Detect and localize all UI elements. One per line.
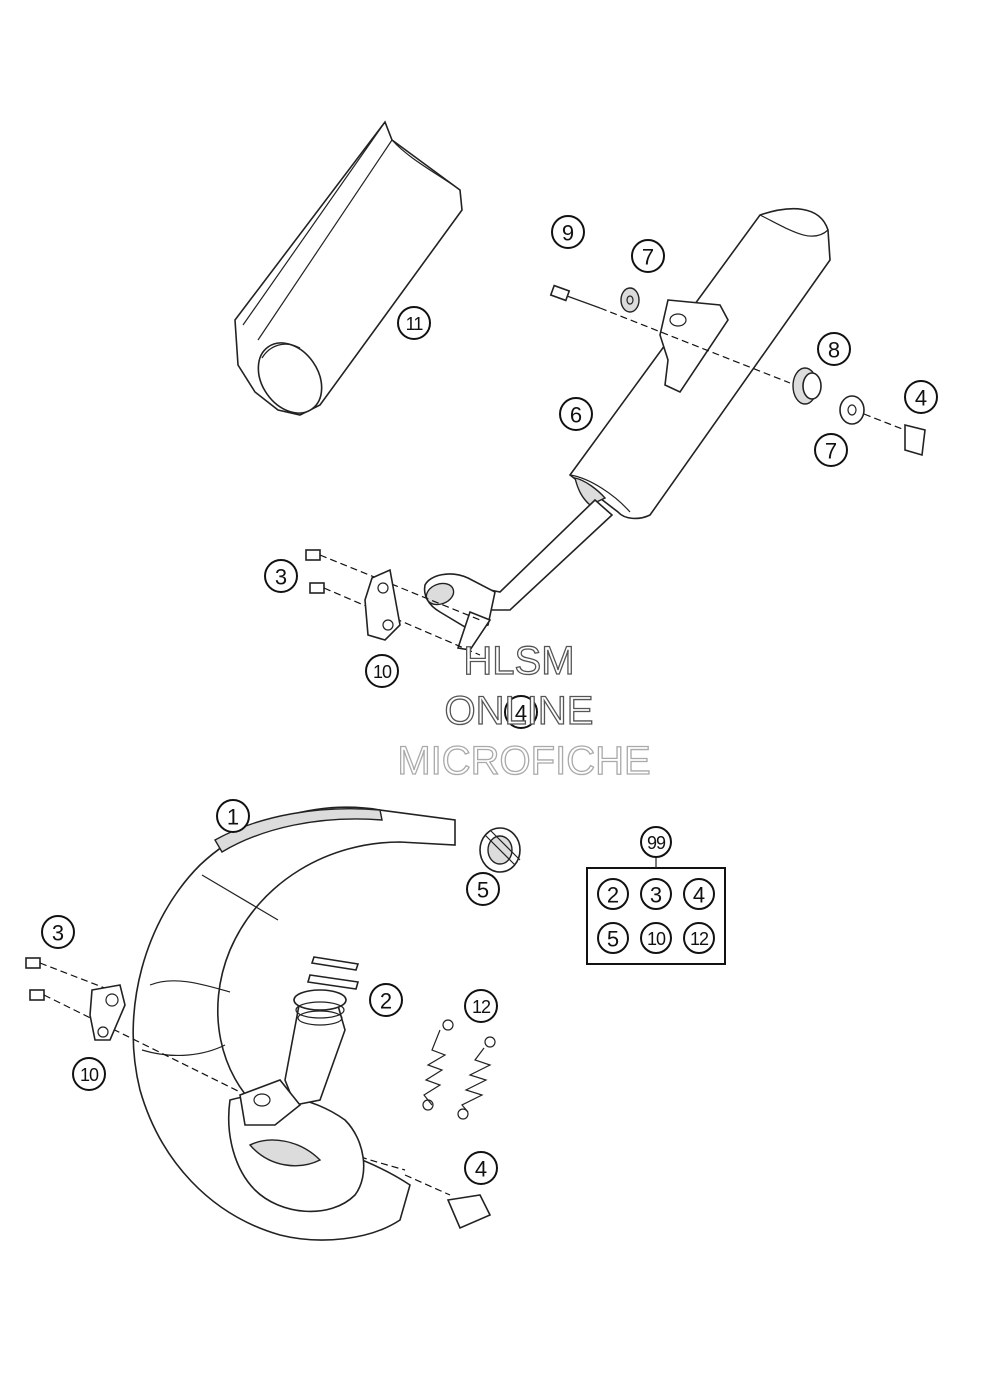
watermark-line-3: MICROFICHE — [397, 739, 650, 783]
watermark-line-1: HLSM — [463, 639, 574, 683]
silencer — [423, 207, 831, 651]
svg-text:4: 4 — [915, 386, 927, 411]
callout-10-lower: 10 — [72, 1057, 106, 1091]
springs — [422, 1019, 496, 1120]
callout-8: 8 — [817, 332, 851, 366]
svg-text:1: 1 — [227, 805, 239, 830]
svg-text:5: 5 — [477, 878, 489, 903]
callout-9: 9 — [551, 215, 585, 249]
kit-item: 10 — [640, 922, 672, 954]
kit-item: 5 — [597, 922, 629, 954]
callout-7-lower: 7 — [814, 433, 848, 467]
callout-10-mid: 10 — [365, 654, 399, 688]
callout-7-upper: 7 — [631, 239, 665, 273]
protection-sleeve — [234, 120, 463, 416]
kit-item: 12 — [683, 922, 715, 954]
svg-text:7: 7 — [642, 245, 654, 270]
kit-item: 3 — [640, 878, 672, 910]
callout-3-lower: 3 — [41, 915, 75, 949]
svg-text:2: 2 — [607, 883, 619, 908]
svg-text:9: 9 — [562, 221, 574, 246]
svg-text:11: 11 — [406, 314, 424, 334]
svg-text:99: 99 — [647, 833, 666, 853]
callout-11: 11 — [397, 306, 431, 340]
svg-text:6: 6 — [570, 403, 582, 428]
callout-6: 6 — [559, 397, 593, 431]
callout-99: 99 — [640, 826, 672, 858]
seal-ring — [479, 827, 521, 873]
svg-text:8: 8 — [828, 338, 840, 363]
svg-text:10: 10 — [80, 1065, 99, 1085]
callout-2: 2 — [369, 983, 403, 1017]
svg-text:4: 4 — [475, 1157, 487, 1182]
svg-text:3: 3 — [650, 883, 662, 908]
callout-1: 1 — [216, 799, 250, 833]
svg-text:3: 3 — [52, 921, 64, 946]
svg-text:12: 12 — [690, 929, 709, 949]
callout-4-lower: 4 — [464, 1151, 498, 1185]
callout-4-mid: 4 — [504, 695, 538, 729]
fasteners — [25, 284, 926, 1230]
svg-text:10: 10 — [647, 929, 666, 949]
svg-text:4: 4 — [515, 701, 527, 726]
callout-12: 12 — [464, 989, 498, 1023]
svg-text:12: 12 — [472, 997, 491, 1017]
kit-item: 4 — [683, 878, 715, 910]
kit-item: 2 — [597, 878, 629, 910]
watermark-line-2: ONLINE — [445, 689, 594, 733]
callout-5: 5 — [466, 872, 500, 906]
svg-text:4: 4 — [693, 883, 705, 908]
expansion-chamber — [132, 806, 456, 1241]
svg-text:2: 2 — [380, 989, 392, 1014]
watermark: HLSM ONLINE MICROFICHE — [397, 638, 652, 783]
svg-text:5: 5 — [607, 927, 619, 952]
svg-text:7: 7 — [825, 439, 837, 464]
svg-text:3: 3 — [275, 565, 287, 590]
svg-text:10: 10 — [373, 662, 392, 682]
callout-3-mid: 3 — [264, 559, 298, 593]
callout-4-upper: 4 — [904, 380, 938, 414]
